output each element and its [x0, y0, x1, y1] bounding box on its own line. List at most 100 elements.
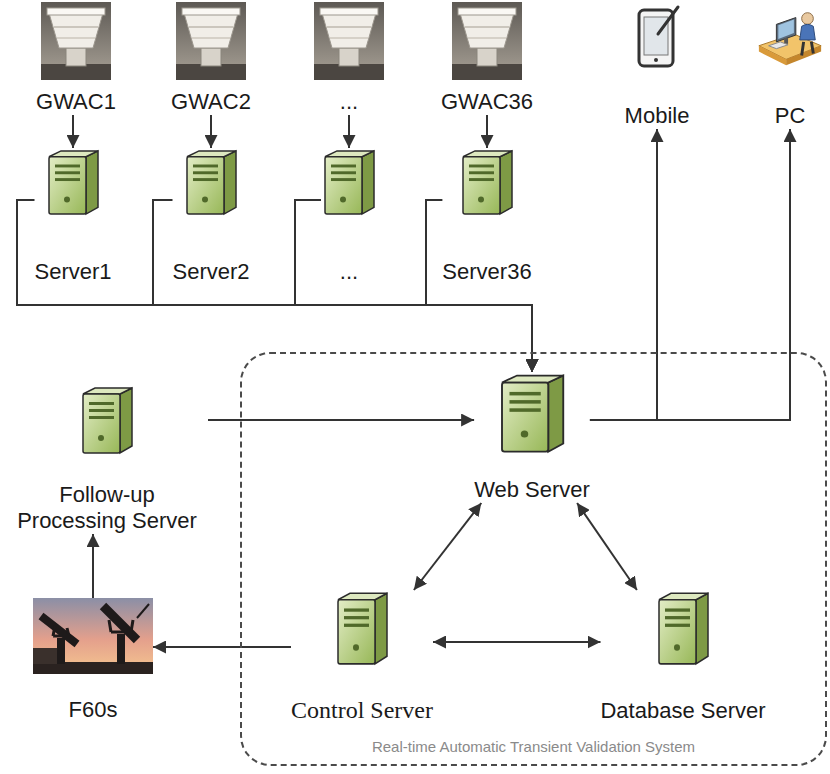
- drawing-circle: [64, 197, 70, 203]
- drawing-polygon: [502, 376, 563, 383]
- drawing-path: [57, 37, 95, 39]
- drawing-path: [53, 626, 69, 636]
- drawing-rect: [176, 2, 246, 80]
- drawing-rect: [665, 624, 690, 627]
- telescope-node: ...: [314, 2, 384, 115]
- drawing-polygon: [49, 151, 98, 157]
- drawing-path: [658, 7, 678, 34]
- node-label: PC: [775, 103, 806, 129]
- drawing-rect: [452, 2, 522, 80]
- tele-icon: [452, 2, 522, 80]
- drawing-rect: [41, 2, 111, 80]
- connector-arrow: [590, 129, 790, 420]
- drawing-path: [468, 37, 506, 39]
- drawing-path: [330, 37, 368, 39]
- drawing-polygon: [500, 151, 512, 214]
- drawing-rect: [469, 165, 494, 168]
- drawing-rect: [193, 171, 218, 174]
- drawing-circle: [521, 431, 529, 438]
- drawing-rect: [510, 408, 541, 412]
- drawing-rect: [331, 178, 356, 181]
- tele-icon: [41, 2, 111, 80]
- drawing-path: [465, 26, 509, 28]
- node-label: GWAC2: [171, 89, 251, 115]
- node-label: Server1: [34, 259, 111, 285]
- telescope-node: GWAC36: [441, 2, 533, 115]
- drawing-polygon: [375, 593, 387, 664]
- connector-arrow: [433, 641, 601, 643]
- telescope-node: GWAC2: [171, 2, 251, 115]
- node-label: F60s: [69, 697, 118, 723]
- drawing-polygon: [759, 46, 786, 65]
- drawing-rect: [201, 48, 221, 66]
- drawing-circle: [654, 58, 658, 62]
- drawing-rect: [83, 394, 120, 453]
- connector-arrow: [590, 129, 657, 420]
- node-label: GWAC36: [441, 89, 533, 115]
- drawing-rect: [89, 402, 114, 405]
- connector-arrow: [210, 115, 212, 148]
- server-icon: [79, 385, 135, 455]
- connector-arrow: [17, 200, 532, 372]
- connector-arrow: [426, 200, 532, 372]
- connector-arrow: [92, 534, 94, 598]
- drawing-circle: [674, 644, 680, 651]
- server-icon: [334, 590, 390, 666]
- server-node: Server2: [172, 148, 249, 285]
- drawing-rect: [665, 608, 690, 611]
- server-icon: [497, 372, 567, 454]
- drawing-rect: [659, 600, 696, 664]
- drawing-rect: [47, 8, 105, 15]
- drawing-polygon: [778, 20, 794, 39]
- connector-arrow: [153, 200, 532, 372]
- node-label: Mobile: [625, 103, 690, 129]
- drawing-path: [184, 13, 238, 48]
- drawing-path: [103, 606, 137, 640]
- mobile-icon: [629, 4, 685, 70]
- drawing-rect: [784, 38, 788, 44]
- connector-arrow: [208, 419, 474, 421]
- drawing-path: [49, 13, 103, 48]
- drawing-polygon: [83, 388, 132, 394]
- connector-arrow: [577, 503, 637, 590]
- server-node: Server1: [34, 148, 111, 285]
- drawing-path: [802, 42, 814, 56]
- drawing-path: [800, 24, 816, 40]
- connector-arrow: [414, 503, 481, 590]
- node-label: Web Server: [474, 477, 590, 503]
- drawing-polygon: [659, 593, 708, 600]
- drawing-rect: [89, 416, 114, 419]
- drawing-rect: [469, 178, 494, 181]
- connector-arrow: [153, 646, 291, 648]
- node-label: GWAC1: [36, 89, 116, 115]
- server-node: Database Server: [600, 590, 765, 724]
- drawing-polygon: [548, 376, 563, 452]
- drawing-rect: [193, 165, 218, 168]
- drawing-rect: [55, 178, 80, 181]
- drawing-circle: [340, 197, 346, 203]
- server-node: Control Server: [291, 590, 433, 724]
- drawing-rect: [325, 157, 362, 214]
- drawing-rect: [33, 598, 153, 674]
- drawing-polygon: [120, 388, 132, 453]
- drawing-polygon: [86, 151, 98, 214]
- drawing-path: [54, 26, 98, 28]
- drawing-rect: [510, 400, 541, 404]
- drawing-path: [192, 37, 230, 39]
- drawing-polygon: [338, 593, 387, 600]
- connector-arrow: [295, 200, 532, 372]
- client-node: PC: [755, 4, 825, 129]
- drawing-polygon: [769, 42, 788, 49]
- connector-arrow: [486, 115, 488, 148]
- drawing-rect: [187, 157, 224, 214]
- drawing-rect: [502, 383, 548, 452]
- drawing-rect: [117, 634, 125, 664]
- server-icon: [183, 148, 239, 216]
- drawing-rect: [66, 48, 86, 66]
- server-icon: [459, 148, 515, 216]
- drawing-rect: [344, 624, 369, 627]
- node-label: Database Server: [600, 698, 765, 724]
- drawing-rect: [458, 8, 516, 15]
- tele-icon: [176, 2, 246, 80]
